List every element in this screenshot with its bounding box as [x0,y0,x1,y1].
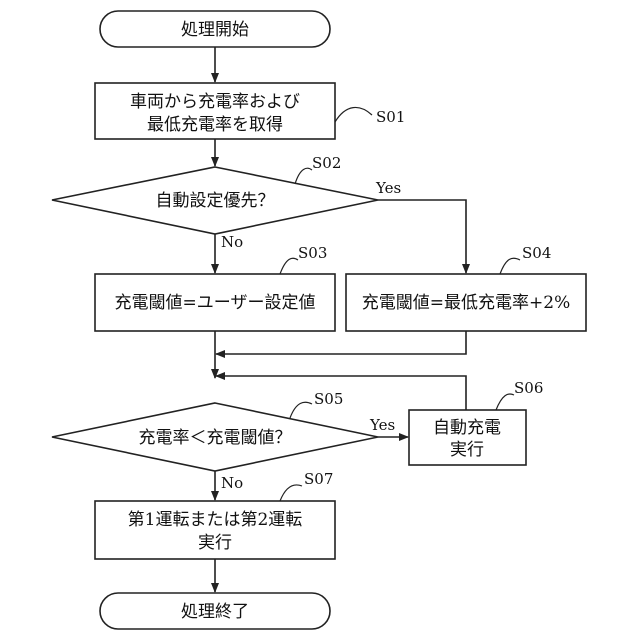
s06-line1: 自動充電 [433,418,501,438]
s07-ref: S07 [304,470,333,488]
s04-label: 充電閾値=最低充電率+2% [362,293,570,313]
s05-yes-label: Yes [369,416,395,434]
s05-no-label: No [221,474,243,492]
s04-ref: S04 [522,244,551,262]
s04-leader [500,258,520,274]
s03-label: 充電閾値=ユーザー設定値 [115,293,316,313]
s03-leader [280,258,298,274]
s01-ref: S01 [376,108,405,126]
s05-leader [290,402,312,418]
s02-yes-label: Yes [375,179,401,197]
s01-line1: 車両から充電率および [130,92,300,112]
connector-s04-merge [216,331,466,354]
s02-label: 自動設定優先？ [156,191,275,211]
s01-line2: 最低充電率を取得 [147,115,283,135]
s07-line1: 第1運転または第2運転 [128,510,303,530]
s02-no-label: No [221,233,243,251]
s06-line2: 実行 [450,440,484,460]
start-label: 処理開始 [181,20,249,40]
s02-ref: S02 [312,154,341,172]
s07-line2: 実行 [198,533,232,553]
s05-label: 充電率＜充電閾値？ [139,428,292,448]
s01-leader [335,107,372,122]
s02-leader [295,168,312,184]
connector-s02-yes [378,200,466,273]
s07-leader [280,485,302,501]
s06-ref: S06 [514,379,543,397]
end-label: 処理終了 [181,602,249,622]
s05-ref: S05 [314,390,343,408]
s06-leader [496,394,514,410]
s03-ref: S03 [298,244,327,262]
